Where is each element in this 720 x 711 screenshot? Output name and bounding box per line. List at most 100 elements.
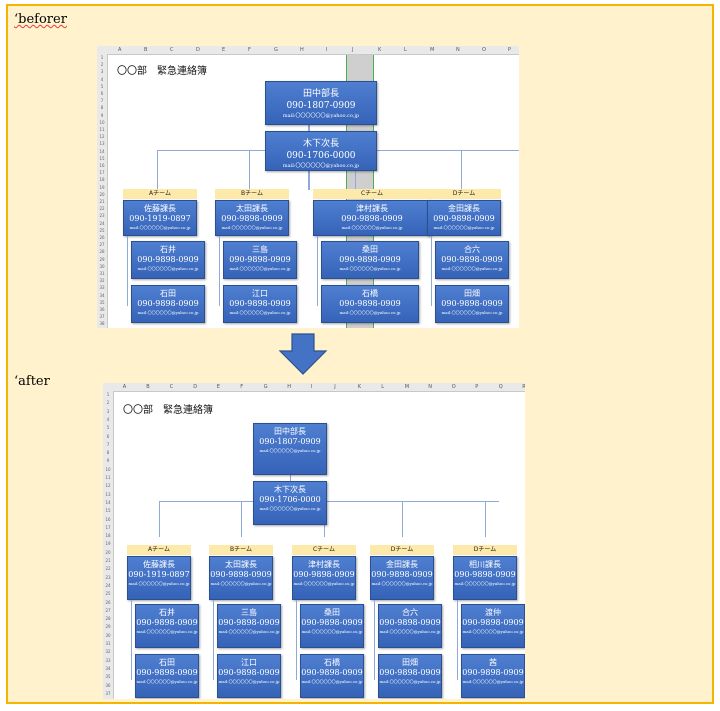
- row-header-label[interactable]: 12: [105, 483, 111, 489]
- row-header-label[interactable]: 15: [105, 508, 111, 514]
- row-header-label[interactable]: 34: [99, 292, 105, 298]
- column-header-label[interactable]: N: [456, 47, 460, 53]
- column-header-label[interactable]: I: [310, 384, 313, 390]
- column-header-label[interactable]: K: [378, 47, 382, 53]
- row-header-label[interactable]: 18: [99, 177, 105, 183]
- row-header-label[interactable]: 9: [106, 458, 110, 464]
- row-header-label[interactable]: 35: [99, 299, 105, 305]
- row-header-label[interactable]: 28: [105, 616, 111, 622]
- row-header-label[interactable]: 29: [105, 624, 111, 630]
- column-header-label[interactable]: D: [196, 47, 200, 53]
- column-header-label[interactable]: A: [122, 384, 127, 390]
- row-header-label[interactable]: 37: [105, 690, 111, 696]
- row-header-label[interactable]: 18: [105, 533, 111, 539]
- row-header-label[interactable]: 27: [99, 242, 105, 248]
- column-header-label[interactable]: C: [170, 47, 174, 53]
- column-header-label[interactable]: F: [248, 47, 251, 53]
- column-header-label[interactable]: M: [430, 47, 435, 53]
- row-header-label[interactable]: 36: [99, 307, 105, 312]
- row-header-label[interactable]: 25: [105, 591, 111, 597]
- row-header-label[interactable]: 31: [99, 271, 105, 276]
- column-header-label[interactable]: G: [263, 384, 268, 390]
- column-header-label[interactable]: E: [216, 384, 220, 390]
- row-header-label[interactable]: 24: [99, 220, 105, 226]
- row-header-label[interactable]: 11: [105, 475, 111, 480]
- row-header-label[interactable]: 32: [99, 278, 105, 284]
- row-header-label[interactable]: 36: [105, 682, 111, 688]
- row-header-label[interactable]: 20: [105, 549, 111, 555]
- row-header-label[interactable]: 6: [100, 91, 104, 96]
- row-header-label[interactable]: 15: [99, 155, 105, 161]
- row-header-label[interactable]: 35: [105, 674, 111, 680]
- column-header-label[interactable]: D: [193, 384, 198, 390]
- row-header-label[interactable]: 27: [105, 607, 111, 613]
- column-header-label[interactable]: A: [118, 47, 122, 53]
- row-header-label[interactable]: 16: [105, 516, 111, 522]
- row-header-label[interactable]: 19: [99, 184, 105, 190]
- row-header-label[interactable]: 37: [99, 314, 105, 320]
- row-header-label[interactable]: 23: [105, 574, 111, 580]
- row-header-label[interactable]: 29: [99, 256, 105, 262]
- column-header-label[interactable]: B: [146, 384, 150, 390]
- column-header-label[interactable]: K: [357, 384, 362, 390]
- row-header-label[interactable]: 7: [100, 98, 104, 104]
- column-header-label[interactable]: L: [404, 47, 407, 53]
- row-header-label[interactable]: 11: [99, 127, 105, 132]
- row-header-label[interactable]: 4: [106, 416, 110, 422]
- row-header-label[interactable]: 34: [105, 665, 111, 671]
- column-header-label[interactable]: F: [240, 384, 244, 390]
- column-header-label[interactable]: G: [274, 47, 278, 53]
- row-header-label[interactable]: 5: [106, 425, 110, 431]
- row-header-label[interactable]: 13: [105, 491, 111, 497]
- column-header-label[interactable]: C: [169, 384, 174, 390]
- row-header-label[interactable]: 21: [99, 199, 105, 204]
- column-header-label[interactable]: H: [300, 47, 304, 53]
- column-header-label[interactable]: E: [222, 47, 226, 53]
- column-header-label[interactable]: N: [428, 384, 432, 390]
- row-header-label[interactable]: 2: [100, 62, 104, 68]
- row-header-label[interactable]: 21: [105, 558, 111, 563]
- row-header-label[interactable]: 33: [105, 657, 111, 663]
- column-header-label[interactable]: B: [144, 47, 148, 53]
- row-header-label[interactable]: 13: [99, 141, 105, 147]
- row-header-label[interactable]: 1: [100, 55, 104, 60]
- row-header-label[interactable]: 14: [105, 499, 111, 505]
- row-header-label[interactable]: 14: [99, 148, 105, 154]
- row-header-label[interactable]: 17: [99, 170, 105, 176]
- row-header-label[interactable]: 26: [99, 235, 105, 240]
- row-header-label[interactable]: 10: [99, 119, 105, 125]
- row-header-label[interactable]: 32: [105, 649, 111, 655]
- row-header-label[interactable]: 8: [106, 450, 110, 456]
- column-header-label[interactable]: J: [352, 47, 354, 53]
- row-header-label[interactable]: 17: [105, 524, 111, 530]
- row-header-label[interactable]: 33: [99, 285, 105, 291]
- column-header-label[interactable]: O: [482, 47, 486, 53]
- row-header-label[interactable]: 10: [105, 466, 111, 472]
- column-header-label[interactable]: H: [287, 384, 292, 390]
- row-header-label[interactable]: 7: [106, 441, 110, 447]
- column-header-label[interactable]: Q: [498, 384, 503, 390]
- column-header-label[interactable]: L: [381, 384, 385, 390]
- column-header-label[interactable]: P: [508, 47, 512, 53]
